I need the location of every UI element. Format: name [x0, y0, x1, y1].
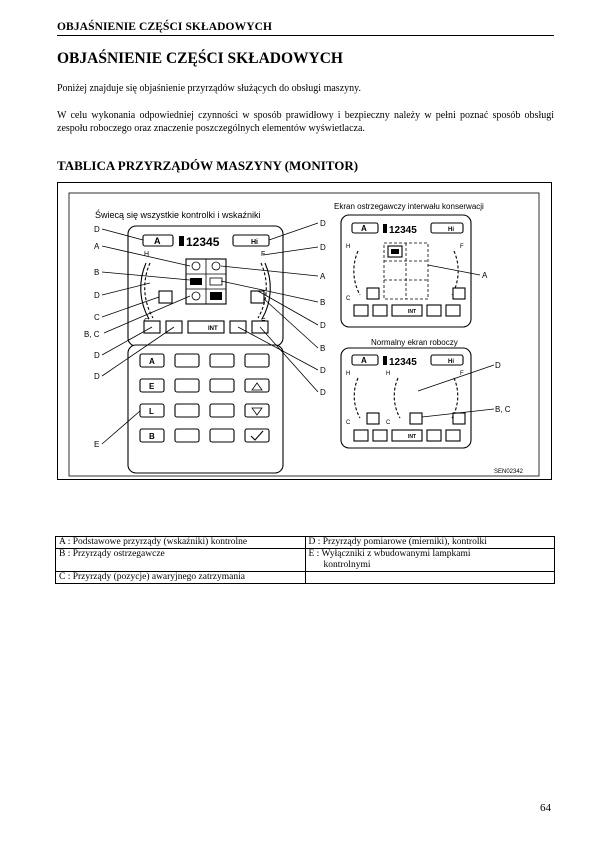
intro-paragraph: Poniżej znajduje się objaśnienie przyrzą… — [57, 83, 361, 94]
monitor-figure: .ln { stroke:#000; fill:none; stroke-wid… — [57, 182, 552, 480]
callout-d-8: D — [320, 366, 326, 375]
header-rule — [57, 35, 554, 36]
key-b: B — [149, 432, 155, 441]
legend-cell-c: C : Przyrządy (pozycje) awaryjnego zatrz… — [55, 571, 306, 584]
callout-b-2: B — [320, 298, 325, 307]
legend-table: A : Podstawowe przyrządy (wskaźniki) kon… — [55, 536, 555, 584]
callout-d-1: D — [94, 225, 100, 234]
normal-monitor: A 12345 Hi H H C C F INT — [340, 347, 472, 449]
gauge-h-label-3: H — [346, 371, 350, 377]
callouts-mid: D D A B D B D D — [220, 219, 326, 397]
caption-normal: Normalny ekran roboczy — [371, 338, 458, 347]
inner-frame — [68, 192, 540, 477]
callouts-left: D A B D C B, C D D E — [84, 225, 191, 449]
hour-meter: 12345 — [186, 235, 220, 249]
body-paragraph: W celu wykonania odpowiedniej czynności … — [57, 110, 554, 134]
callout-b-1: B — [94, 268, 99, 277]
mode-letter-3: A — [361, 356, 367, 365]
table-row: C : Przyrządy (pozycje) awaryjnego zatrz… — [55, 571, 555, 584]
gauge-c-label-3: C — [346, 420, 351, 426]
callout-d-3: D — [94, 351, 100, 360]
caption-all-on: Świecą się wszystkie kontrolki i wskaźni… — [95, 209, 261, 220]
legend-cell-e-wrap: E : Wyłączniki z wbudowanymi lampkami ko… — [304, 548, 555, 572]
callout-c-1: C — [94, 313, 100, 322]
callout-a-3: A — [482, 271, 488, 280]
main-monitor: A 12345 Hi H C F E INT — [127, 225, 284, 347]
gauge-f-label-2: F — [460, 244, 464, 250]
gauge-c-label-2: C — [346, 296, 351, 302]
caption-maintenance: Ekran ostrzegawczy interwału konserwacji — [334, 202, 484, 211]
gauge-f-label: F — [261, 251, 265, 258]
int-label-3: INT — [408, 434, 416, 440]
hi-label: Hi — [251, 239, 258, 246]
legend-cell-d: D : Przyrządy pomiarowe (mierniki), kont… — [304, 536, 555, 549]
callout-d-4: D — [94, 372, 100, 381]
mode-letter-2: A — [361, 224, 367, 233]
switch-keypad: A E L B — [127, 344, 284, 474]
legend-cell-empty — [304, 571, 555, 584]
callout-bc-2: B, C — [495, 405, 511, 414]
hour-meter-2: 12345 — [389, 225, 417, 236]
hi-label-3: Hi — [448, 359, 454, 365]
gauge-h-label: H — [144, 251, 149, 258]
callout-bc-1: B, C — [84, 330, 100, 339]
running-header: OBJAŚNIENIE CZĘŚCI SKŁADOWYCH — [57, 21, 273, 33]
int-label-2: INT — [408, 309, 416, 315]
callout-d-9: D — [320, 388, 326, 397]
key-a: A — [149, 357, 155, 366]
legend-cell-e: E : Wyłączniki z wbudowanymi lampkami — [308, 549, 471, 559]
callout-d-10: D — [495, 361, 501, 370]
callout-d-5: D — [320, 219, 326, 228]
callout-d-6: D — [320, 243, 326, 252]
legend-cell-b: B : Przyrządy ostrzegawcze — [55, 548, 306, 572]
callout-a-1: A — [94, 242, 100, 251]
section-title: TABLICA PRZYRZĄDÓW MASZYNY (MONITOR) — [57, 158, 359, 173]
table-row: B : Przyrządy ostrzegawcze E : Wyłącznik… — [55, 548, 555, 572]
hi-label-2: Hi — [448, 227, 454, 233]
gauge-c-label-4: C — [386, 420, 391, 426]
gauge-h-label-2: H — [346, 244, 350, 250]
callout-b-3: B — [320, 344, 325, 353]
callout-a-2: A — [320, 272, 326, 281]
callout-d-2: D — [94, 291, 100, 300]
page-title: OBJAŚNIENIE CZĘŚCI SKŁADOWYCH — [57, 50, 343, 67]
mode-letter: A — [154, 236, 161, 246]
monitor-diagram: .ln { stroke:#000; fill:none; stroke-wid… — [68, 192, 540, 477]
callout-e-1: E — [94, 440, 99, 449]
figure-code: SEN02342 — [494, 469, 524, 475]
maintenance-monitor: A 12345 Hi H C F INT — [340, 214, 472, 328]
int-label: INT — [208, 326, 218, 332]
gauge-f-label-3: F — [460, 371, 464, 377]
key-l: L — [149, 407, 154, 416]
key-e: E — [149, 382, 155, 391]
legend-cell-e-continuation: kontrolnymi — [323, 560, 371, 570]
gauge-h-label-4: H — [386, 371, 390, 377]
table-row: A : Podstawowe przyrządy (wskaźniki) kon… — [55, 536, 555, 549]
callout-d-7: D — [320, 321, 326, 330]
page-number: 64 — [540, 802, 551, 814]
hour-meter-3: 12345 — [389, 357, 417, 368]
legend-cell-a: A : Podstawowe przyrządy (wskaźniki) kon… — [55, 536, 306, 549]
